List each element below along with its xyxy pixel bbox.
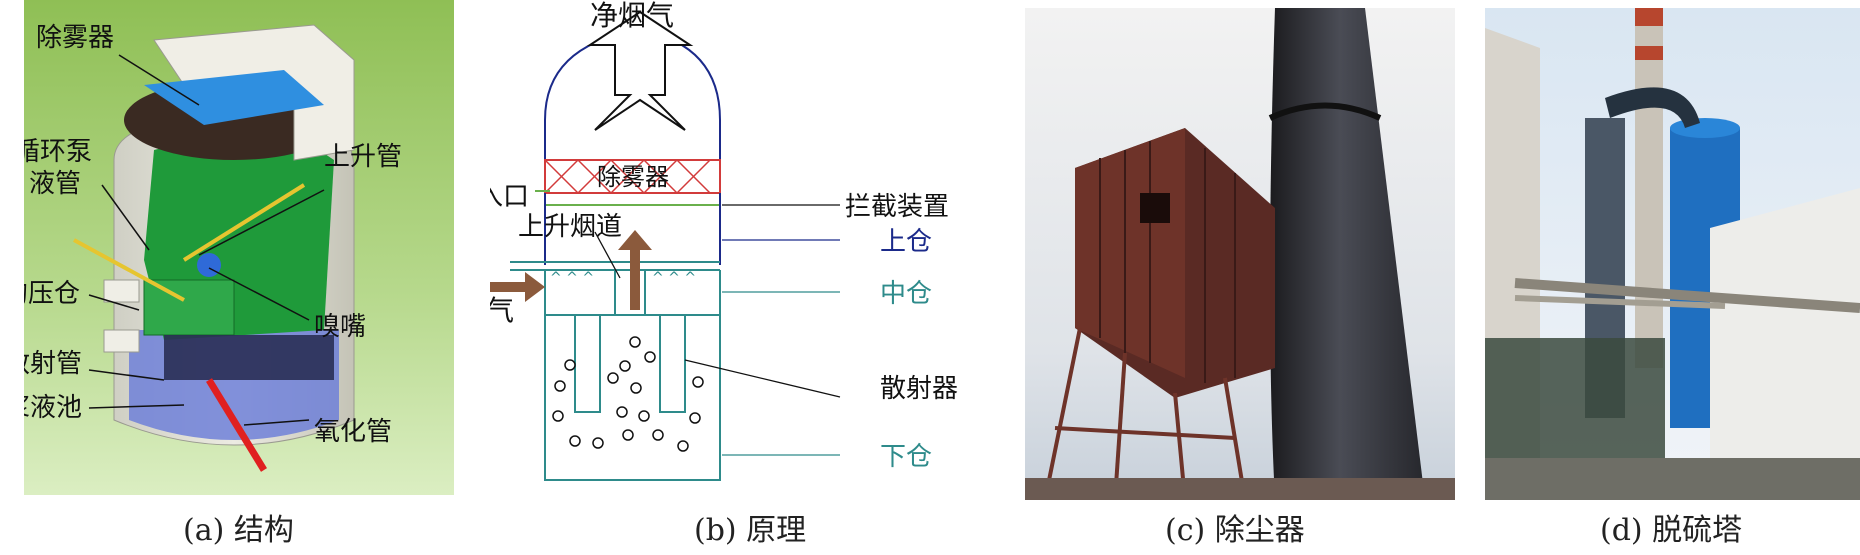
label-upper-chamber: 上仓 [880, 227, 932, 257]
chimney-stripes [1635, 8, 1663, 60]
structure-illustration: 除雾器 循环泵 液管 上升管 均压仓 嗅嘴 散射管 浆液池 氧化管 [2, 0, 454, 495]
panel-a-structure: 除雾器 循环泵 液管 上升管 均压仓 嗅嘴 散射管 浆液池 氧化管 [2, 0, 454, 500]
chimney-platform [1268, 102, 1382, 121]
desulfurization-tower-photo [1485, 8, 1860, 500]
pipe-bridge [1514, 278, 1860, 313]
striped-chimney [1635, 8, 1663, 368]
ground [1485, 458, 1860, 500]
label-sparger: 散射器 [880, 374, 958, 404]
teal-pointers [722, 291, 840, 456]
ground [1025, 478, 1455, 500]
pipe-bridge-2 [1514, 295, 1726, 309]
leader-lines-b [594, 204, 841, 398]
label-lower-chamber: 下仓 [880, 442, 932, 472]
side-stub [103, 329, 140, 353]
right-building [1710, 188, 1860, 500]
chevrons-left: ^ ^ ^ [550, 270, 594, 286]
demister-hatch [544, 159, 711, 194]
label-nozzle: 嗅嘴 [314, 312, 366, 342]
panel-c-photo [1025, 8, 1455, 501]
perforated-plate [143, 279, 235, 336]
oxidation-pipe-shape [206, 378, 267, 472]
panel-b-principle: 除雾器 ^ ^ ^ ^ ^ ^ [425, 0, 1020, 500]
side-stub [103, 279, 140, 303]
sparger-bundle [164, 335, 334, 380]
label-oxidation-pipe: 氧化管 [314, 417, 392, 447]
nozzle-shape [197, 253, 221, 277]
demister-box [544, 159, 721, 194]
label-water-inlet: 水进入口 [490, 182, 529, 212]
leader-lines [88, 54, 325, 426]
chimney [1270, 8, 1425, 500]
caption-a: (a) 结构 [183, 513, 294, 548]
label-circulating-pump: 循环泵 [24, 137, 92, 167]
collector-side [1075, 128, 1185, 378]
duct [1605, 87, 1700, 128]
tower-top [1670, 118, 1740, 138]
pump-pipe [73, 238, 185, 302]
dust-collector-photo [1025, 8, 1455, 501]
caption-c: (c) 除尘器 [1165, 513, 1305, 548]
panel-d-photo [1485, 8, 1860, 500]
label-pressure-equalizing: 均压仓 [24, 279, 80, 309]
chevrons-right: ^ ^ ^ [652, 270, 696, 286]
label-demister: 除雾器 [36, 23, 114, 53]
clean-gas-arrow [586, 10, 694, 131]
label-middle-chamber: 中仓 [880, 279, 932, 309]
label-riser: 上升管 [324, 142, 402, 172]
principle-diagram: 除雾器 ^ ^ ^ ^ ^ ^ [425, 0, 958, 481]
collector-ribs [1099, 141, 1236, 383]
demister-shape [144, 70, 324, 125]
caption-d: (d) 脱硫塔 [1600, 513, 1743, 548]
label-riser-flue: 上升烟道 [518, 212, 622, 242]
label-circulating-pump-line2: 液管 [29, 169, 81, 199]
bubbles [552, 336, 704, 452]
riser-flue-arrow [618, 230, 652, 310]
riser-pipe-shape [182, 183, 306, 262]
label-intercept-device: 拦截装置 [845, 192, 949, 222]
collector-hatch [1140, 193, 1170, 223]
label-raw-gas: 原烟气 [490, 294, 514, 327]
label-clean-gas: 净烟气 [590, 0, 674, 32]
raw-gas-arrow [480, 272, 545, 302]
label-sparger-pipe: 散射管 [24, 349, 82, 379]
label-slurry-pool: 浆液池 [24, 393, 82, 423]
caption-b: (b) 原理 [694, 513, 807, 548]
label-demister-b: 除雾器 [597, 163, 669, 191]
